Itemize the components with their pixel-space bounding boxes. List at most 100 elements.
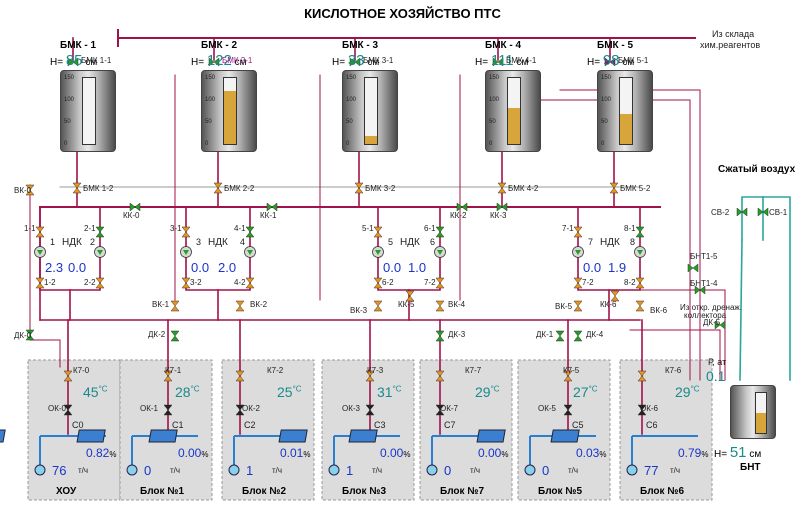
bnt-tank[interactable] [730,385,776,439]
valve-k7-2[interactable] [235,370,245,382]
valve-kk5[interactable] [405,290,415,302]
valve-vk5[interactable] [573,300,583,312]
pressure-label: Р, ат [708,357,727,367]
valve-in-label-4: БМК 4-1 [506,56,537,65]
header-valve-2[interactable] [456,202,468,212]
flow-meter-icon [126,464,138,476]
valve-tank-out-1[interactable] [72,182,82,194]
valve-ok-6[interactable] [637,404,647,416]
pump-valve-out-b-2[interactable] [435,277,445,289]
flow-meter-icon [426,464,438,476]
pump-2[interactable] [94,246,106,258]
valve-label-vk0: ВК-0 [14,186,32,195]
pump-valve-in-b-1[interactable] [245,226,255,238]
level-prefix: Н= [587,57,601,68]
valve-tank-in-4[interactable] [492,57,504,67]
valve-vk0[interactable] [25,184,35,196]
conc-value: 0.00 [380,446,404,460]
valve-dk3[interactable] [435,330,445,342]
pump-1[interactable] [34,246,46,258]
valve-tank-out-5[interactable] [609,182,619,194]
block-conc-6: 0.79% [678,446,708,460]
pump-valve-in-a-3[interactable] [573,226,583,238]
level-gauge [82,77,96,145]
valve-tank-in-5[interactable] [604,57,616,67]
valve-vk2[interactable] [235,300,245,312]
valve-vk4[interactable] [435,300,445,312]
valve-tank-in-1[interactable] [67,57,79,67]
level-fill [365,136,377,144]
valve-bnt14[interactable] [694,285,706,295]
block-temp-2: 25°С [277,384,302,400]
block-name-5: Блок №5 [538,486,583,497]
valve-kk6[interactable] [610,290,620,302]
valve-tank-out-4[interactable] [497,182,507,194]
valve-k7-1[interactable] [163,370,173,382]
valve-vk3[interactable] [373,300,383,312]
valve-k7-3[interactable] [365,370,375,382]
pump-valve-in-a-0[interactable] [35,226,45,238]
pump-valve-out-b-3[interactable] [635,277,645,289]
valve-vk1[interactable] [170,300,180,312]
pump-valve-out-a-3[interactable] [573,277,583,289]
tank-name-2: БМК - 2 [201,40,238,51]
header-valve-0[interactable] [129,202,141,212]
valve-ok-4[interactable] [435,404,445,416]
valve-k7-6[interactable] [637,370,647,382]
header-valve-3[interactable] [496,202,508,212]
valve-ok-2[interactable] [235,404,245,416]
conc-unit: % [403,450,411,459]
supply-label-2: хим.реагентов [700,40,761,50]
gauge-tick: 50 [346,119,353,125]
valve-k7-4[interactable] [435,370,445,382]
valve-k7-5[interactable] [563,370,573,382]
valve-dk0[interactable] [25,329,35,341]
pump-valve-in-b-2[interactable] [435,226,445,238]
valve-dk4[interactable] [573,330,583,342]
valve-bnt15[interactable] [687,263,699,273]
valve-sv1[interactable] [757,207,769,217]
valve-dk5[interactable] [714,320,726,330]
valve-vk6[interactable] [635,300,645,312]
valve-tank-in-2[interactable] [208,57,220,67]
valve-ok-5[interactable] [563,404,573,416]
pump-valve-out-a-2[interactable] [373,277,383,289]
valve-k7-0[interactable] [63,370,73,382]
pump-3[interactable] [180,246,192,258]
valve-tank-out-2[interactable] [213,182,223,194]
pump-valve-in-b-0[interactable] [95,226,105,238]
level-prefix: Н= [332,57,346,68]
pump-8[interactable] [634,246,646,258]
pump-valve-label: 7-2 [424,278,436,287]
valve-ok-1[interactable] [163,404,173,416]
pump-4[interactable] [244,246,256,258]
valve-label-vk4: ВК-4 [448,300,466,309]
pump-valve-out-a-1[interactable] [181,277,191,289]
pump-6[interactable] [434,246,446,258]
pump-flow-2: 1.0 [408,260,427,275]
drain-label-1: Из откр. дренаж. [680,303,742,312]
valve-dk2[interactable] [170,330,180,342]
valve-sv2[interactable] [736,207,748,217]
pump-5[interactable] [372,246,384,258]
pump-valve-in-a-1[interactable] [181,226,191,238]
pump-7[interactable] [572,246,584,258]
pump-valve-in-b-3[interactable] [635,226,645,238]
header-valve-1[interactable] [266,202,278,212]
valve-dk1[interactable] [555,330,565,342]
pump-valve-out-a-0[interactable] [35,277,45,289]
valve-ok-0[interactable] [63,404,73,416]
valve-tank-in-3[interactable] [349,57,361,67]
vk0-line [29,184,61,368]
pump-valve-out-b-1[interactable] [245,277,255,289]
valve-tank-out-3[interactable] [354,182,364,194]
valve-in-label-1: БМК 1-1 [81,56,112,65]
pump-valve-in-a-2[interactable] [373,226,383,238]
valve-ok-3[interactable] [365,404,375,416]
pump-valve-out-b-0[interactable] [95,277,105,289]
